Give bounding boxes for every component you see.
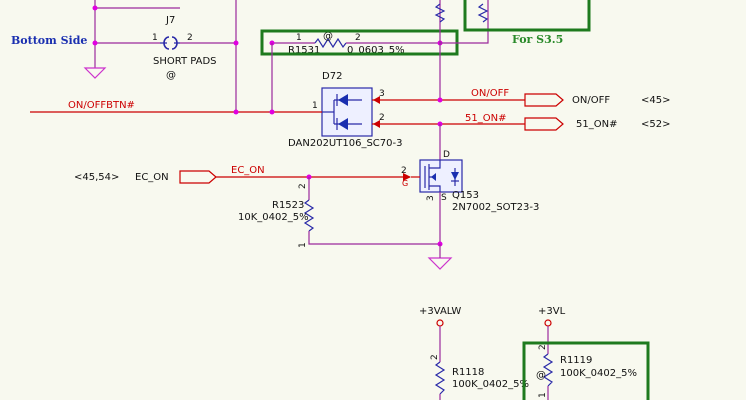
- r1118-value: 100K_0402_5%: [452, 379, 529, 390]
- s35-label: For S3.5: [512, 33, 563, 46]
- j7-value: SHORT PADS: [153, 56, 217, 67]
- r1118-rail: +3VALW: [419, 306, 461, 317]
- r1119-pin2: 2: [538, 344, 548, 350]
- r1531-pin1: 1: [296, 33, 302, 43]
- r1119-mark: @: [536, 370, 546, 381]
- q153-g-pin: G: [402, 179, 408, 188]
- j7-mark: @: [166, 70, 176, 81]
- q153-pin3: 3: [426, 195, 436, 201]
- d72-pin3: 3: [379, 89, 385, 99]
- port-onoff-ref: <45>: [641, 95, 670, 106]
- highlight-box-s35: [463, 0, 591, 32]
- q153-d-pin: D: [443, 150, 450, 160]
- ground-icon: [83, 67, 107, 79]
- highlight-box-r1119: [522, 341, 650, 400]
- r1119-ref: R1119: [560, 355, 592, 366]
- net-on51: 51_ON#: [465, 113, 506, 124]
- d72-diode: D72 1 3 2 DAN202UT106_SC70-3: [288, 71, 402, 149]
- port-on51-ref: <52>: [641, 119, 670, 130]
- power-rail-icon: [544, 319, 552, 327]
- j7-ref: J7: [165, 15, 175, 26]
- r1119-pin1: 1: [538, 392, 548, 398]
- j7-pin1: 1: [152, 33, 158, 43]
- port-on51-name: 51_ON#: [576, 119, 617, 130]
- top-right-parts: For S3.5: [434, 0, 591, 100]
- j7-side-label: Bottom Side: [11, 34, 87, 47]
- d72-part: DAN202UT106_SC70-3: [288, 138, 402, 149]
- port-econ-name: EC_ON: [135, 172, 169, 183]
- d72-pin2: 2: [379, 113, 385, 123]
- r1523-ref: R1523: [272, 200, 304, 211]
- port-onoff-name: ON/OFF: [572, 95, 610, 106]
- onoff-net: ON/OFF ON/OFF <45>: [372, 88, 670, 107]
- port-econ-ref: <45,54>: [74, 172, 119, 183]
- r1531-pin2: 2: [355, 33, 361, 43]
- onoffbtn-net: ON/OFFBTN#: [30, 43, 305, 115]
- r1119-resistor: +3VL 2 @ 1 R1119 100K_0402_5%: [522, 306, 650, 400]
- r1523-pin1: 1: [298, 242, 308, 248]
- r1118-resistor: +3VALW 2 R1118 100K_0402_5%: [419, 306, 529, 400]
- power-rail-icon: [436, 319, 444, 327]
- r1118-pin2: 2: [430, 354, 440, 360]
- r1523-resistor: 2 1 R1523 10K_0402_5%: [238, 177, 453, 270]
- ground-icon: [427, 257, 453, 270]
- r1119-rail: +3VL: [538, 306, 566, 317]
- r1523-pin2: 2: [298, 183, 308, 189]
- q153-part: 2N7002_SOT23-3: [452, 202, 539, 213]
- net-onoffbtn: ON/OFFBTN#: [68, 100, 135, 111]
- r1531-resistor: 1 @ 2 R1531 0_0603_5%: [269, 31, 443, 56]
- r1531-ref: R1531: [288, 45, 320, 56]
- q153-pin2: 2: [401, 166, 407, 176]
- q153-s-pin: S: [441, 193, 447, 203]
- j7-short-pads: Bottom Side J7 1 2 SHORT PADS @: [11, 0, 239, 112]
- net-econ: EC_ON: [231, 165, 265, 176]
- econ-net: <45,54> EC_ON EC_ON: [74, 165, 420, 184]
- r1531-value: 0_0603_5%: [347, 45, 405, 56]
- q153-ref: Q153: [452, 190, 479, 201]
- on51-net: 51_ON# 51_ON# <52>: [372, 113, 670, 131]
- r1118-ref: R1118: [452, 367, 484, 378]
- d72-ref: D72: [322, 71, 342, 82]
- d72-pin1: 1: [312, 101, 318, 111]
- q153-mosfet: D 2 G S 3 Q153 2N7002_SOT23-3: [401, 124, 539, 244]
- r1523-value: 10K_0402_5%: [238, 212, 309, 223]
- r1531-mark: @: [323, 31, 333, 42]
- net-onoff: ON/OFF: [471, 88, 509, 99]
- r1119-value: 100K_0402_5%: [560, 368, 637, 379]
- j7-pin2: 2: [187, 33, 193, 43]
